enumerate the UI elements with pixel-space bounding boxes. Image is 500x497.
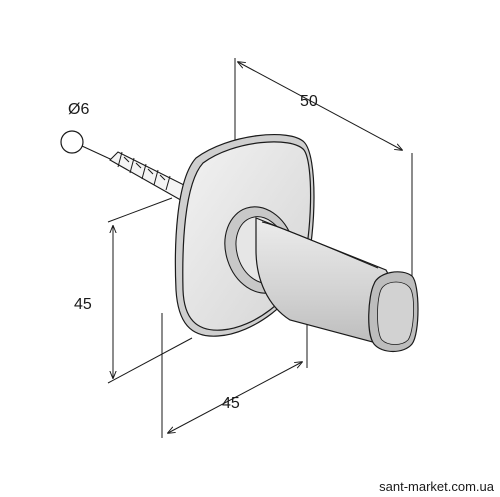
width-label: 45 <box>222 395 240 412</box>
diameter-label: Ø6 <box>68 101 89 118</box>
watermark-text: sant-market.com.ua <box>379 479 494 494</box>
plug-body <box>109 151 191 204</box>
height-dimension: 45 <box>74 197 193 384</box>
extension-line <box>107 197 173 223</box>
arm-top-edge <box>261 221 379 269</box>
width-dimension: 45 <box>161 280 308 438</box>
dimension-line <box>168 362 302 433</box>
hook-cap <box>368 271 419 353</box>
diameter-callout: Ø6 <box>60 101 109 159</box>
drill-hole-circle <box>60 130 84 154</box>
plug-barbs <box>123 156 166 181</box>
depth-label: 50 <box>300 93 318 110</box>
cap-face <box>377 281 414 345</box>
height-label: 45 <box>74 296 92 313</box>
dimension-line <box>238 62 402 150</box>
axis-line <box>81 145 109 159</box>
plug-ribs <box>117 151 171 191</box>
extension-line <box>107 337 193 384</box>
